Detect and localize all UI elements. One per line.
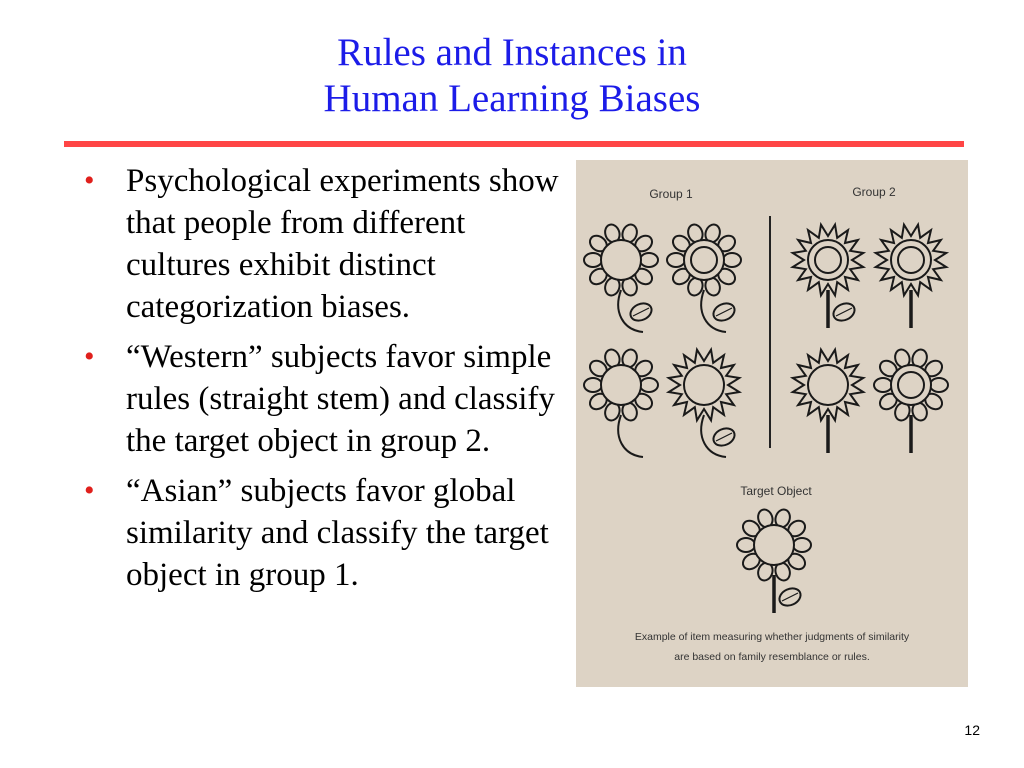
flower-drawing-icon [736, 508, 812, 613]
bullet-text: “Western” subjects favor simple rules (s… [126, 339, 555, 459]
bullet-item: • “Western” subjects favor simple rules … [84, 336, 564, 462]
bullet-dot-icon: • [84, 474, 95, 507]
flower-drawing-icon [583, 223, 659, 333]
title-divider [64, 141, 964, 147]
figure-illustration: Group 1 Group 2 Target Object Example of… [583, 185, 950, 663]
slide-title-line-1: Rules and Instances in [337, 31, 687, 74]
group-2-label: Group 2 [852, 185, 896, 199]
bullet-item: • Psychological experiments show that pe… [84, 160, 564, 328]
group-1-label: Group 1 [649, 187, 693, 201]
bullet-dot-icon: • [84, 164, 95, 197]
flowers-layer [583, 221, 950, 613]
bullet-dot-icon: • [84, 340, 95, 373]
flower-drawing-icon [665, 346, 743, 458]
bullet-item: • “Asian” subjects favor global similari… [84, 470, 564, 596]
bullet-list: • Psychological experiments show that pe… [84, 160, 564, 604]
flower-drawing-icon [872, 221, 950, 328]
target-object-label: Target Object [740, 484, 812, 498]
flower-drawing-icon [789, 346, 867, 453]
slide-title-line-2: Human Learning Biases [323, 77, 701, 120]
flower-drawing-icon [789, 221, 867, 328]
flower-drawing-icon [583, 348, 659, 458]
page-number: 12 [964, 722, 980, 738]
flower-drawing-icon [873, 348, 949, 453]
bullet-text: “Asian” subjects favor global similarity… [126, 473, 549, 593]
figure-caption-line-1: Example of item measuring whether judgme… [635, 631, 910, 643]
flower-categorization-figure: Group 1 Group 2 Target Object Example of… [576, 160, 968, 687]
figure-caption-line-2: are based on family resemblance or rules… [674, 651, 870, 663]
bullet-text: Psychological experiments show that peop… [126, 163, 559, 325]
slide-title: Rules and Instances in Human Learning Bi… [0, 30, 1024, 122]
flower-drawing-icon [666, 223, 742, 333]
